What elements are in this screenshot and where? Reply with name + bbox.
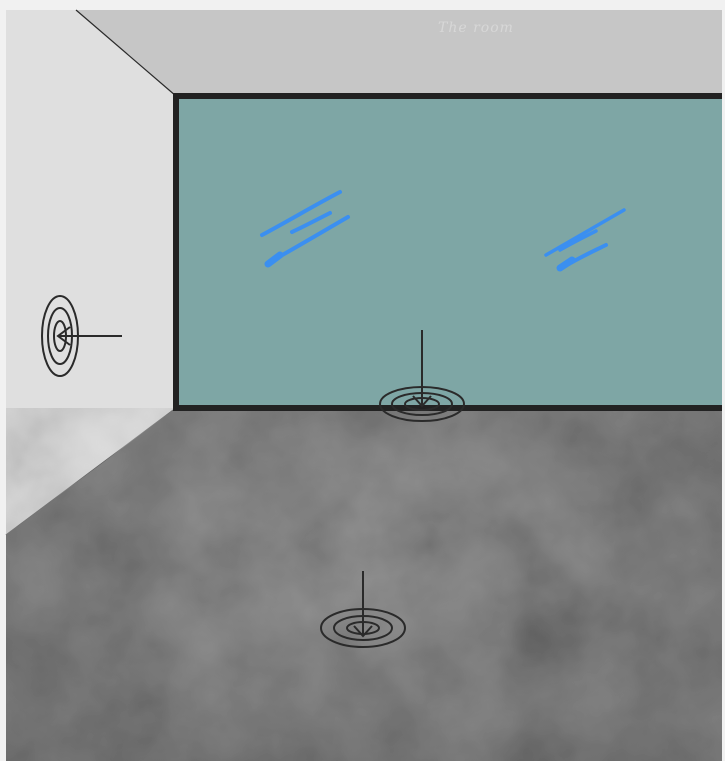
floor <box>6 408 725 761</box>
window-glass[interactable] <box>176 96 725 408</box>
